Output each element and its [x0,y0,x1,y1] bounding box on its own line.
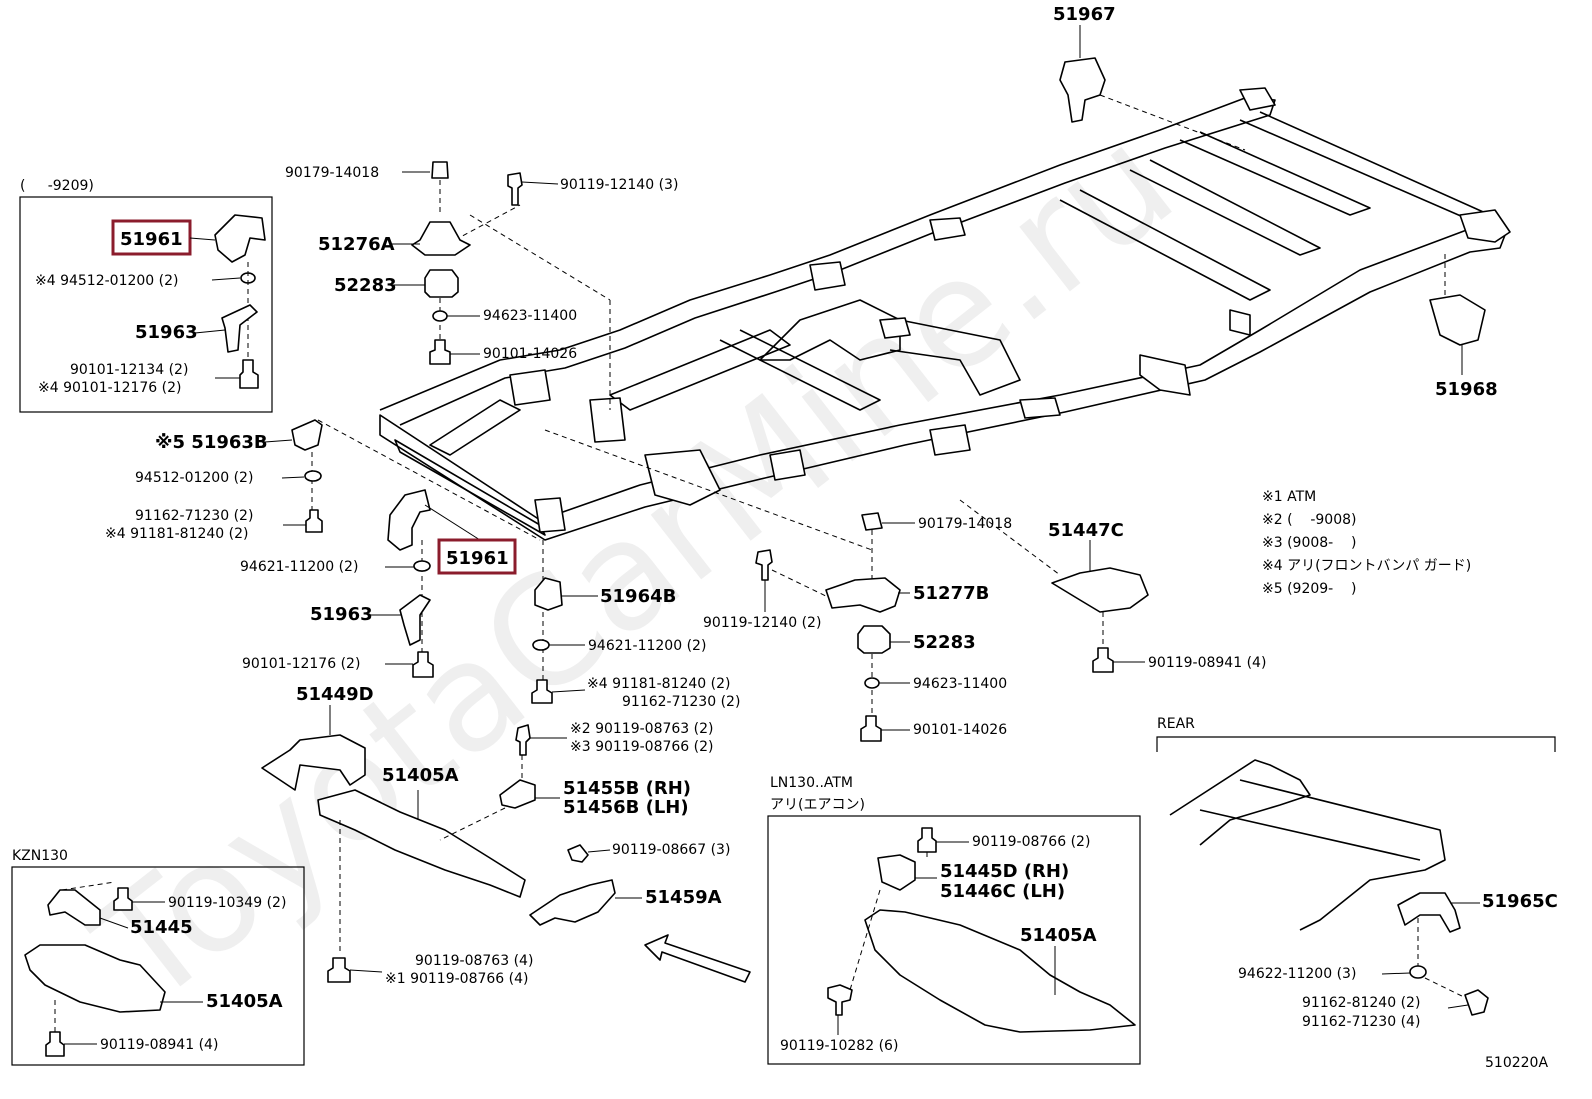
label-51449D: 51449D [296,684,374,705]
part-51967-bracket [1059,25,1246,151]
under-cover-parts: 51449D 51405A ※2 90119-08763 (2) ※3 9011… [261,684,751,987]
ln-label-90119-10282: 90119-10282 (6) [780,1038,898,1054]
label-90119-12140-2: 90119-12140 (2) [703,615,821,631]
label-91162-71230-a: 91162-71230 (2) [135,508,253,524]
kzn-label-51405A: 51405A [206,991,283,1012]
kzn-label-51445: 51445 [130,917,193,938]
label-51456B: 51456B (LH) [563,797,689,818]
kzn-title: KZN130 [12,848,68,864]
direction-arrow [644,934,751,983]
ln-title-2: アリ(エアコン) [770,797,865,813]
label-51459A: 51459A [645,887,722,908]
label-90101-14026-b: 90101-14026 [913,722,1007,738]
label-90119-08763-2: ※2 90119-08763 (2) [570,721,714,737]
rear-label-91162-71230: 91162-71230 (4) [1302,1014,1420,1030]
ln-label-51445D: 51445D (RH) [940,861,1069,882]
label-51963-main: 51963 [310,604,373,625]
label-90101-14026-a: 90101-14026 [483,346,577,362]
inset-ln130: LN130..ATM アリ(エアコン) 90119-08766 (2) 5144… [767,775,1141,1065]
rear-label-94622-11200: 94622-11200 (3) [1238,966,1356,982]
rear-label-91162-81240: 91162-81240 (2) [1302,995,1420,1011]
diagram-code: 510220A [1485,1055,1548,1071]
label-90119-08763-4: 90119-08763 (4) [415,953,533,969]
label-52283-a: 52283 [334,275,397,296]
center-bracket-stack: 51964B 94621-11200 (2) ※4 91181-81240 (2… [531,540,740,710]
label-51405A-main: 51405A [382,765,459,786]
chassis-frame [379,87,1511,541]
label-52283-b: 52283 [913,632,976,653]
inset-pre-9209: ( -9209) 51961 ※4 94512-01200 (2) 51963 … [19,178,273,413]
part-51968-bracket [1429,250,1486,375]
label-94623-11400-b: 94623-11400 [913,676,1007,692]
note-5: ※5 (9209- ) [1262,581,1357,597]
mount-stack-front: 90179-14018 90119-12140 (3) 51276A 52283… [285,161,678,410]
label-94512-inset: ※4 94512-01200 (2) [35,273,179,289]
mount-stack-rear: 90179-14018 90119-12140 (2) 51277B 52283… [544,429,1012,742]
rear-label-51965C: 51965C [1482,891,1558,912]
label-51276A: 51276A [318,234,395,255]
label-90101-12176: 90101-12176 (2) [242,656,360,672]
highlight-51961-main [437,538,517,575]
note-2: ※2 ( -9008) [1262,512,1357,528]
bumper-bracket-stack: ※5 51963B 94512-01200 (2) 91162-71230 (2… [105,419,541,678]
label-90101-12134: 90101-12134 (2) [70,362,188,378]
label-51963-inset: 51963 [135,322,198,343]
label-51447C: 51447C [1048,520,1124,541]
label-91181-81240-a: ※4 91181-81240 (2) [105,526,249,542]
label-51964B: 51964B [600,586,676,607]
label-51277B: 51277B [913,583,989,604]
label-94621-11200-a: 94621-11200 (2) [240,559,358,575]
label-91181-81240-b: ※4 91181-81240 (2) [587,676,731,692]
label-94623-11400-a: 94623-11400 [483,308,577,324]
label-94512-01200: 94512-01200 (2) [135,470,253,486]
label-90119-08766-2: ※3 90119-08766 (2) [570,739,714,755]
rear-title: REAR [1157,716,1195,732]
label-51455B: 51455B (RH) [563,778,691,799]
inset-kzn130: KZN130 90119-10349 (2) 51445 51405A 9011… [11,848,305,1066]
label-90179-14018-b: 90179-14018 [918,516,1012,532]
inset-rear: REAR 51965C 94622-11200 (3) 91162-81240 … [1156,716,1558,1030]
label-51968: 51968 [1435,379,1498,400]
kzn-label-90119-10349: 90119-10349 (2) [168,895,286,911]
kzn-label-90119-08941: 90119-08941 (4) [100,1037,218,1053]
label-90179-14018-a: 90179-14018 [285,165,379,181]
skid-plate-51447C: 51447C 90119-08941 (4) [959,499,1266,673]
ln-title-1: LN130..ATM [770,775,853,791]
label-51963B: ※5 51963B [155,432,268,453]
note-3: ※3 (9008- ) [1262,535,1357,551]
ln-label-51446C: 51446C (LH) [940,881,1065,902]
ln-label-51405A: 51405A [1020,925,1097,946]
label-90119-08667: 90119-08667 (3) [612,842,730,858]
label-51967: 51967 [1053,4,1116,25]
label-94621-11200-b: 94621-11200 (2) [588,638,706,654]
label-90101-12176-inset: ※4 90101-12176 (2) [38,380,182,396]
label-51961-inset: 51961 [120,229,183,250]
label-90119-08941: 90119-08941 (4) [1148,655,1266,671]
label-51961-main: 51961 [446,548,509,569]
label-91162-71230-b: 91162-71230 (2) [622,694,740,710]
note-4: ※4 アリ(フロントバンパ ガード) [1262,558,1471,574]
inset-title: ( -9209) [20,178,94,194]
footnotes: ※1 ATM ※2 ( -9008) ※3 (9008- ) ※4 アリ(フロン… [1262,489,1471,597]
ln-label-90119-08766: 90119-08766 (2) [972,834,1090,850]
label-90119-08766-4: ※1 90119-08766 (4) [385,971,529,987]
note-1: ※1 ATM [1262,489,1316,505]
label-90119-12140-3: 90119-12140 (3) [560,177,678,193]
highlight-51961-inset [111,219,192,256]
